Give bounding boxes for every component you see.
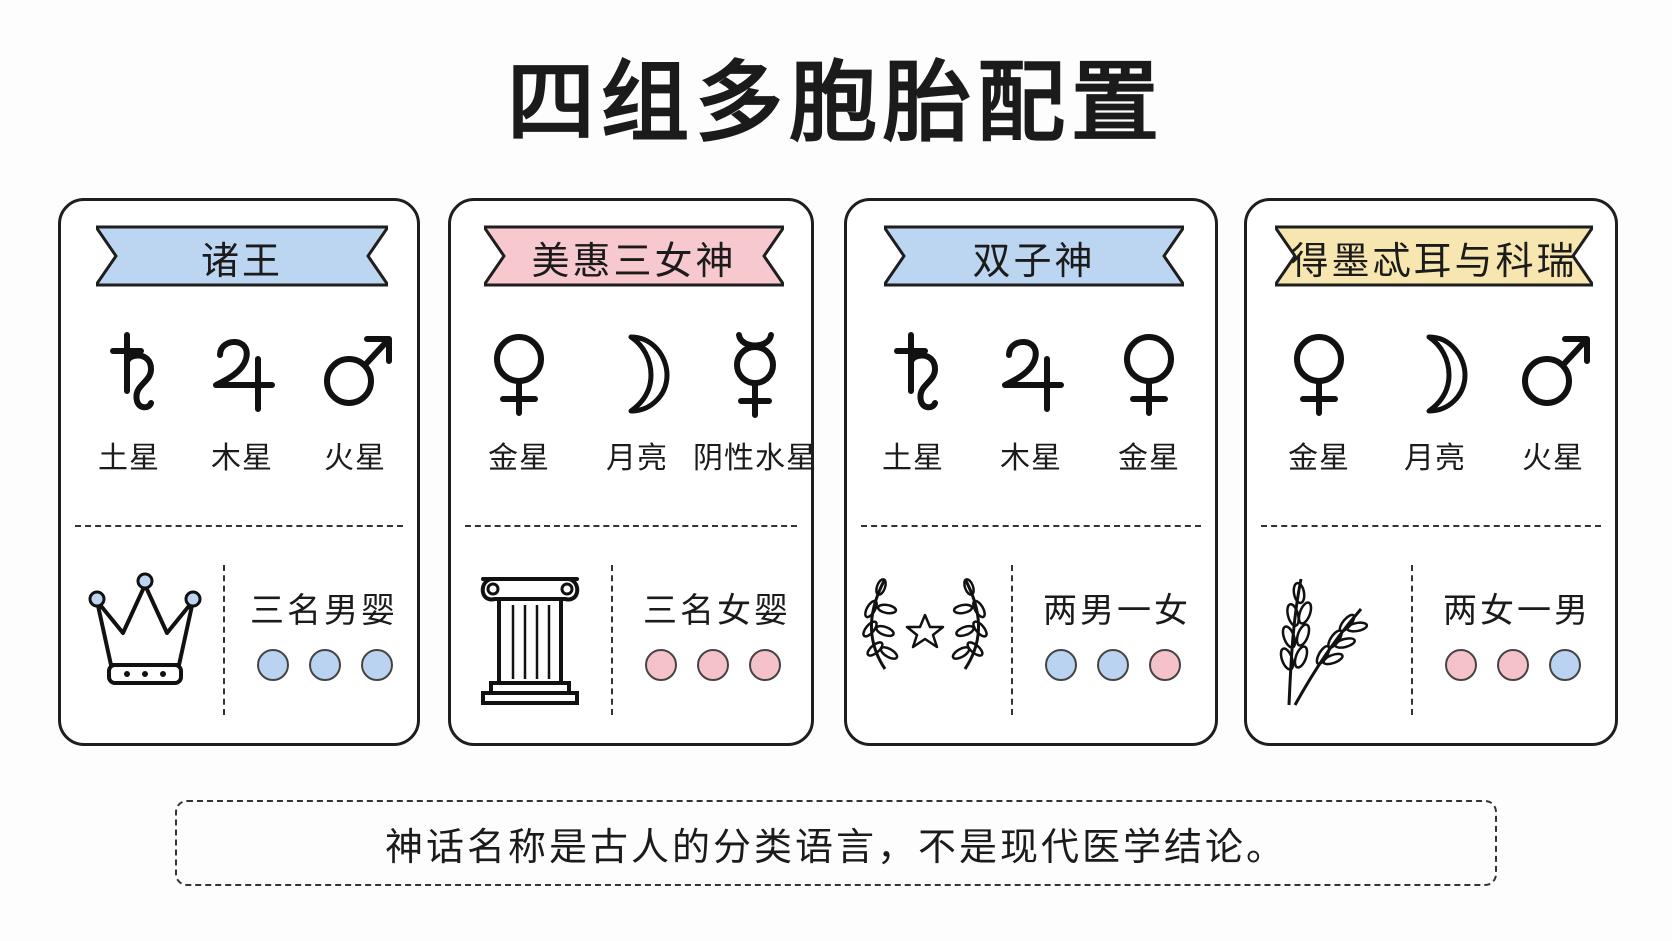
gender-dots xyxy=(257,649,393,681)
section-divider xyxy=(75,525,403,527)
column-divider xyxy=(1011,565,1013,715)
girl-dot xyxy=(1149,649,1181,681)
card-title: 美惠三女神 xyxy=(531,238,737,283)
boy-dot xyxy=(1097,649,1129,681)
column-icon xyxy=(475,569,585,713)
planet-row: 金星 月亮阴性水星 xyxy=(449,329,816,509)
planet-item: 金星 xyxy=(449,329,589,477)
group-label: 两男一女 xyxy=(1043,591,1191,631)
card-title: 得墨忒耳与科瑞 xyxy=(1290,238,1578,283)
mars-icon xyxy=(1483,329,1623,419)
card-title: 诸王 xyxy=(200,238,283,283)
girl-dot xyxy=(1445,649,1477,681)
jupiter-icon xyxy=(961,329,1101,419)
venus-icon xyxy=(449,329,589,419)
boy-dot xyxy=(1549,649,1581,681)
moon-icon xyxy=(1365,329,1505,419)
boy-dot xyxy=(1045,649,1077,681)
planet-item: 土星 xyxy=(59,329,199,477)
card-title: 双子神 xyxy=(972,238,1096,283)
planet-item: 月亮 xyxy=(567,329,707,477)
section-divider xyxy=(465,525,797,527)
moon-icon xyxy=(567,329,707,419)
column-divider xyxy=(223,565,225,715)
group-label: 三名男婴 xyxy=(250,591,398,631)
planet-label: 月亮 xyxy=(606,441,668,476)
card-ribbon: 诸王 xyxy=(96,225,388,289)
planet-label: 木星 xyxy=(1000,441,1062,476)
crown-icon xyxy=(83,569,203,703)
boy-dot xyxy=(361,649,393,681)
section-divider xyxy=(861,525,1201,527)
planet-label: 金星 xyxy=(1118,441,1180,476)
saturn-icon xyxy=(59,329,199,419)
config-card: 诸王土星 木星 火星三名男婴 xyxy=(58,198,420,746)
saturn-icon xyxy=(843,329,983,419)
group-label: 两女一男 xyxy=(1443,591,1591,631)
planet-label: 月亮 xyxy=(1404,441,1466,476)
jupiter-icon xyxy=(172,329,312,419)
girl-dot xyxy=(749,649,781,681)
planet-label: 金星 xyxy=(1288,441,1350,476)
gender-dots xyxy=(1045,649,1181,681)
planet-item: 火星 xyxy=(285,329,425,477)
planet-item: 阴性水星 xyxy=(685,329,825,477)
config-card: 美惠三女神金星 月亮阴性水星三名女婴 xyxy=(448,198,816,746)
mars-icon xyxy=(285,329,425,419)
gender-dots xyxy=(1445,649,1581,681)
planet-row: 土星 木星 火星 xyxy=(61,329,417,509)
planet-label: 土星 xyxy=(98,441,160,476)
planet-item: 火星 xyxy=(1483,329,1623,477)
planet-label: 土星 xyxy=(882,441,944,476)
planet-item: 月亮 xyxy=(1365,329,1505,477)
config-card: 双子神土星 木星 金星两男一女 xyxy=(844,198,1218,746)
gender-dots xyxy=(645,649,781,681)
group-label: 三名女婴 xyxy=(643,591,791,631)
planet-label: 金星 xyxy=(488,441,550,476)
card-ribbon: 双子神 xyxy=(884,225,1184,289)
planet-item: 土星 xyxy=(843,329,983,477)
planet-item: 金星 xyxy=(1249,329,1389,477)
laurel-star-icon xyxy=(855,569,995,683)
section-divider xyxy=(1261,525,1601,527)
venus-icon xyxy=(1079,329,1219,419)
card-ribbon: 得墨忒耳与科瑞 xyxy=(1275,225,1593,289)
boy-dot xyxy=(309,649,341,681)
card-ribbon: 美惠三女神 xyxy=(484,225,784,289)
planet-label: 火星 xyxy=(324,441,386,476)
planet-row: 金星 月亮 火星 xyxy=(1247,329,1615,509)
boy-dot xyxy=(257,649,289,681)
footer-note: 神话名称是古人的分类语言，不是现代医学结论。 xyxy=(175,800,1497,886)
config-card: 得墨忒耳与科瑞金星 月亮 火星两女一男 xyxy=(1244,198,1618,746)
page-title: 四组多胞胎配置 xyxy=(506,51,1165,154)
mercury-icon xyxy=(685,329,825,419)
girl-dot xyxy=(645,649,677,681)
girl-dot xyxy=(1497,649,1529,681)
planet-label: 木星 xyxy=(211,441,273,476)
planet-label: 阴性水星 xyxy=(693,441,817,476)
wheat-icon xyxy=(1265,569,1375,713)
planet-item: 金星 xyxy=(1079,329,1219,477)
planet-row: 土星 木星 金星 xyxy=(847,329,1215,509)
planet-item: 木星 xyxy=(172,329,312,477)
column-divider xyxy=(611,565,613,715)
girl-dot xyxy=(697,649,729,681)
venus-icon xyxy=(1249,329,1389,419)
planet-item: 木星 xyxy=(961,329,1101,477)
planet-label: 火星 xyxy=(1522,441,1584,476)
column-divider xyxy=(1411,565,1413,715)
